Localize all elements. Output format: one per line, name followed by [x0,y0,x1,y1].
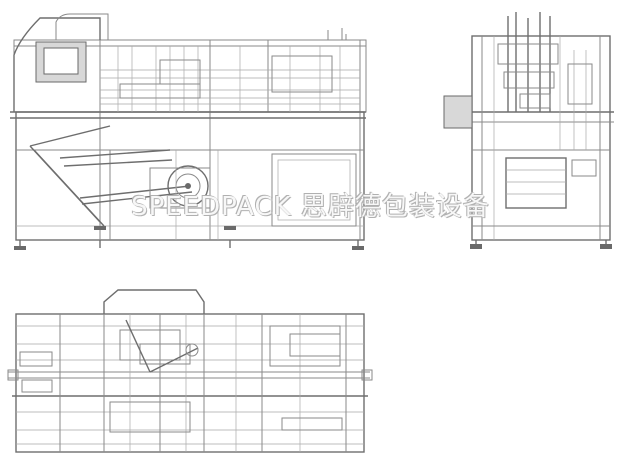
drive-wheel [167,165,209,207]
leveling-foot [600,244,612,249]
side-frame [471,35,611,241]
leveling-foot [352,246,364,250]
side-elevation-view [443,12,614,249]
leveling-foot [470,244,482,249]
gearbox [505,157,567,209]
plan-view [7,289,373,453]
leveling-foot [14,246,26,250]
front-elevation-view [10,13,367,250]
electrical-cabinet [271,153,357,227]
watermark-text: SPEEDPACK 思辟德包装设备 [131,192,490,222]
plan-frame [15,313,365,453]
side-motor [443,95,473,129]
